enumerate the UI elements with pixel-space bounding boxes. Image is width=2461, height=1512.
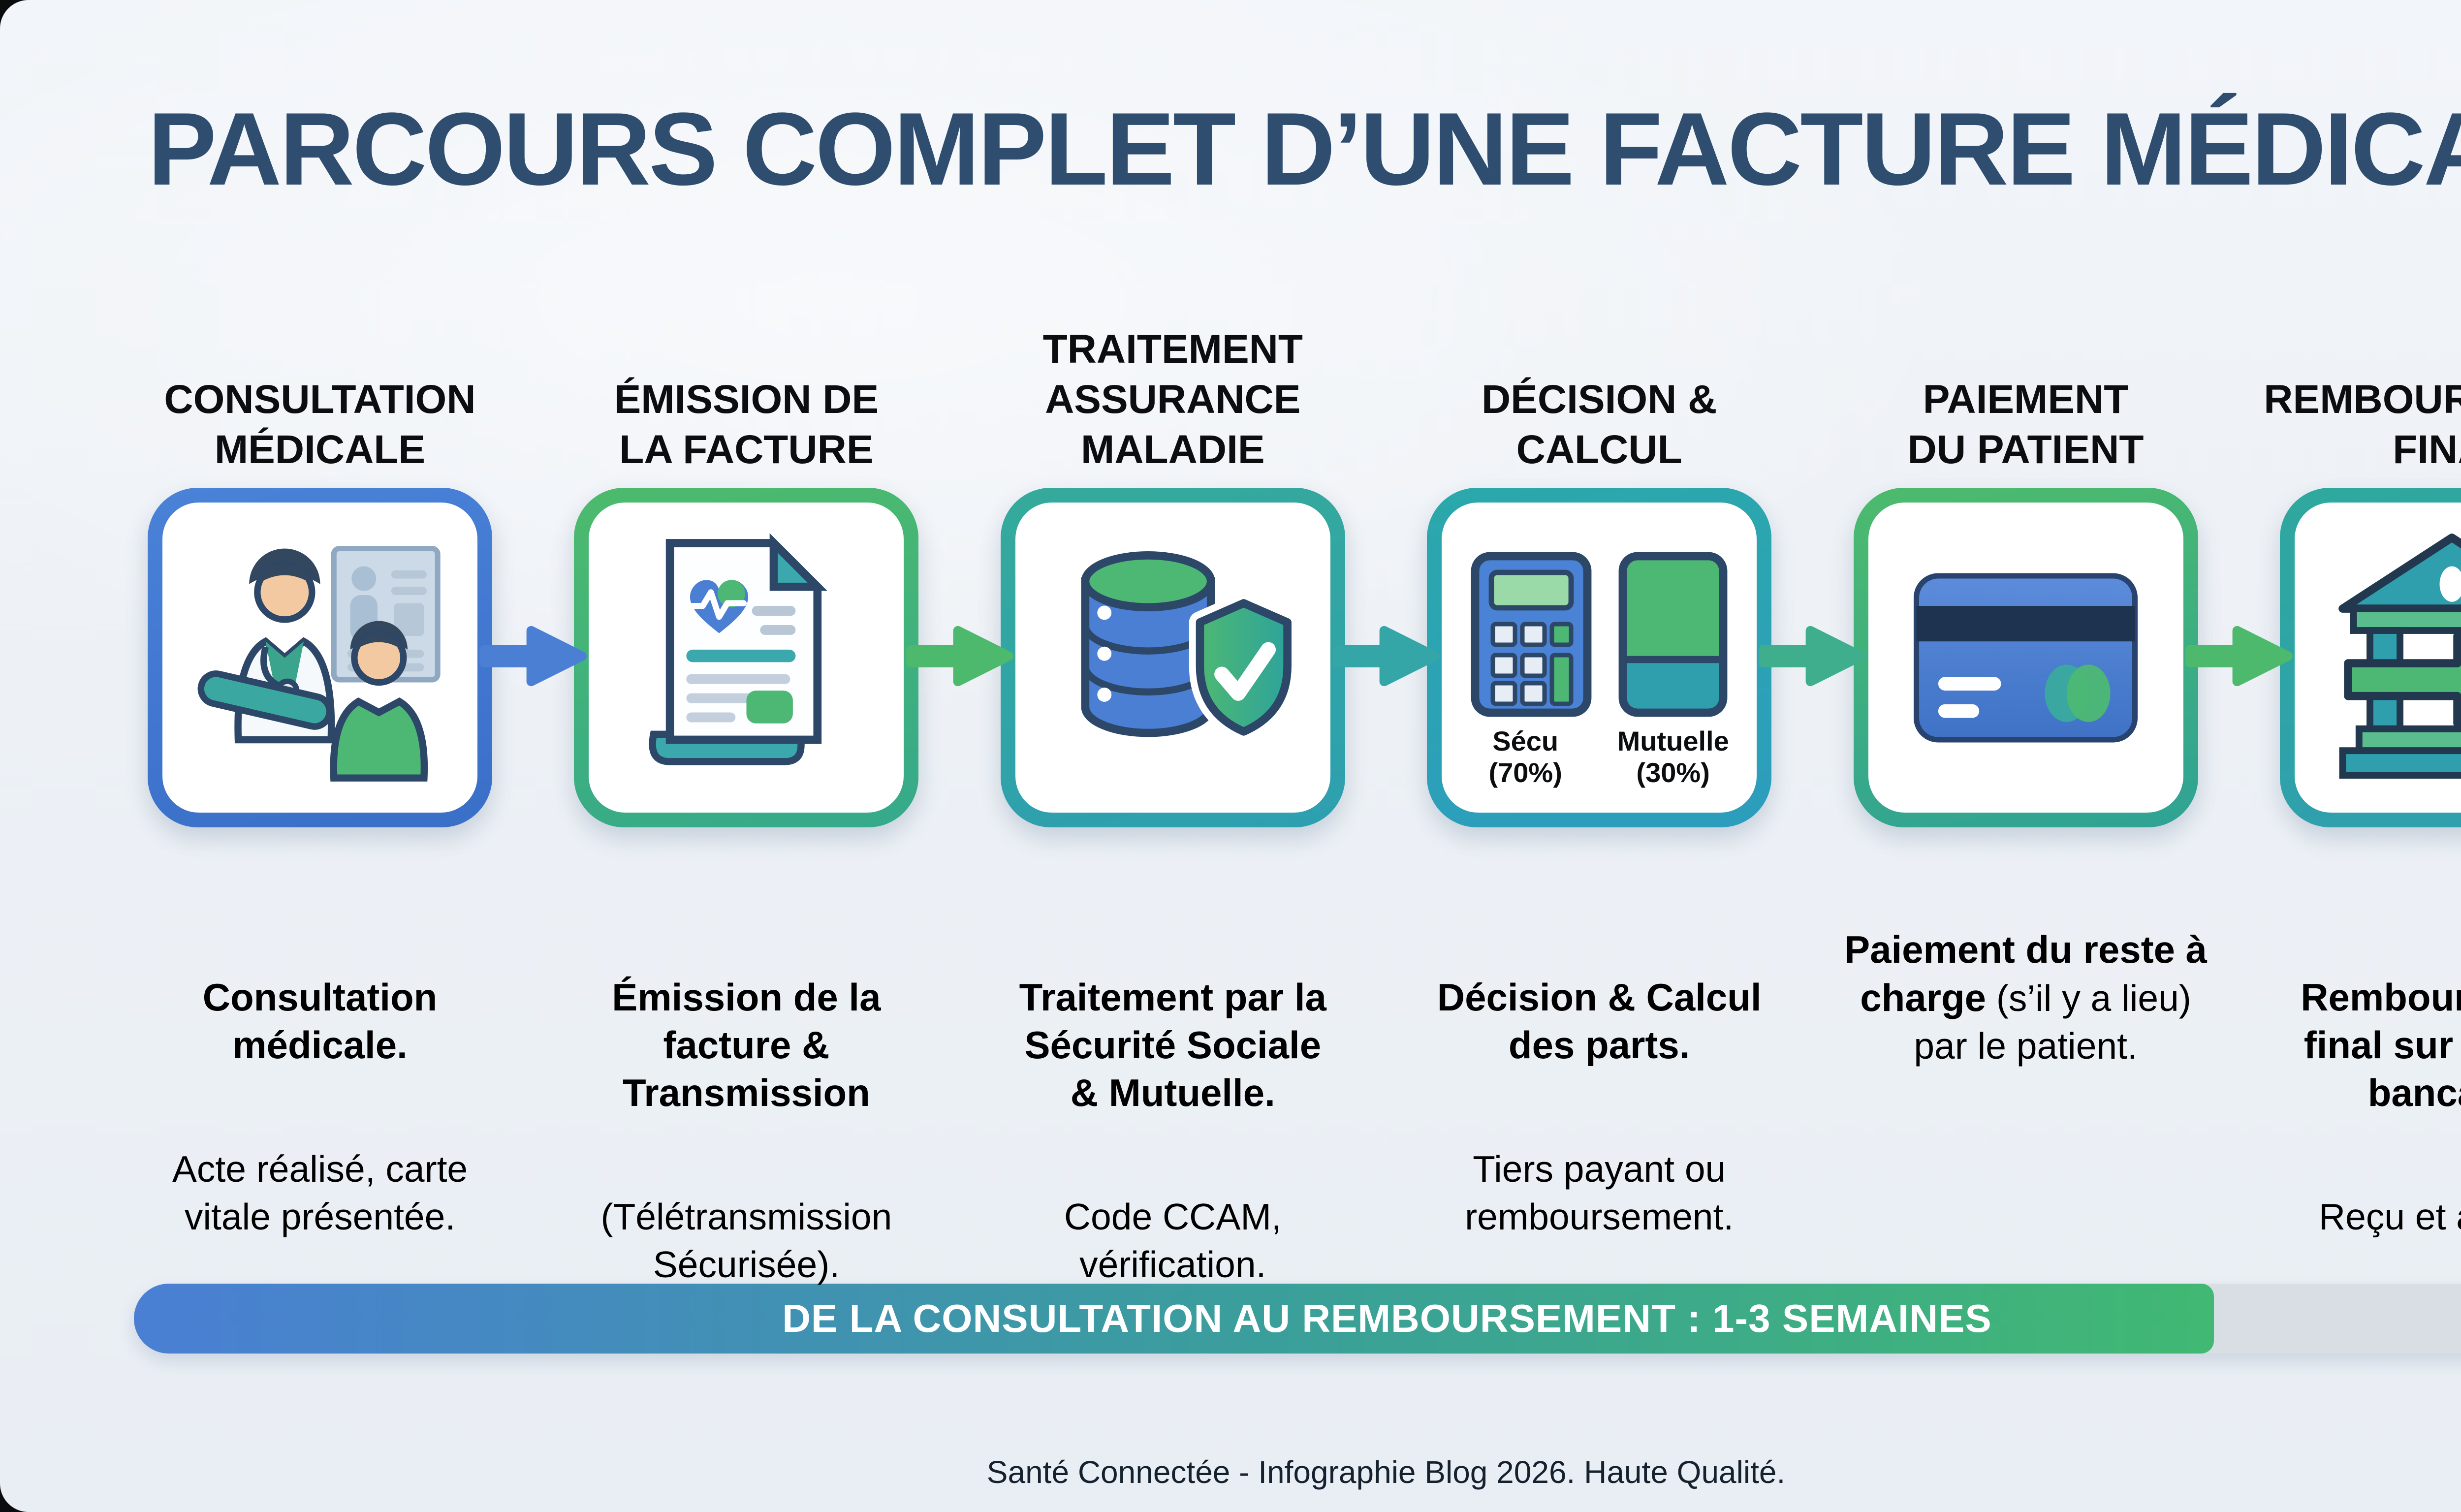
doctor-patient-icon <box>197 545 441 782</box>
timeline-gradient-fill <box>134 1284 2214 1354</box>
step-box <box>1000 488 1345 827</box>
step-remboursement-final: REMBOURSEMENT FINAL <box>2264 322 2461 1336</box>
step-description: Paiement du reste à charge (s’il y a lie… <box>1844 928 2208 1067</box>
bank-transfer-icon <box>2338 533 2461 779</box>
credit-card-icon <box>1914 572 2138 743</box>
step-box <box>2279 488 2461 827</box>
step-description: Remboursement final sur compte bancaire.… <box>2301 976 2461 1237</box>
step-description: Consultation médicale. Acte réalisé, car… <box>172 976 468 1237</box>
flow-arrow-3-icon <box>1329 614 1443 698</box>
step-header: TRAITEMENT ASSURANCE MALADIE <box>1042 327 1303 472</box>
step-header: CONSULTATION MÉDICALE <box>164 377 476 472</box>
step-paiement-patient: PAIEMENT DU PATIENT <box>1839 322 2213 1336</box>
step-header: DÉCISION & CALCUL <box>1481 377 1717 472</box>
step-emission-facture: ÉMISSION DE LA FACTURE <box>559 322 933 1336</box>
steps-row: CONSULTATION MÉDICALE <box>133 322 2461 1336</box>
step-description: Émission de la facture & Transmission (T… <box>600 976 892 1285</box>
flow-arrow-1-icon <box>476 614 590 698</box>
invoice-document-icon <box>649 533 827 765</box>
step-consultation: CONSULTATION MÉDICALE <box>133 322 507 1336</box>
database-shield-icon <box>1081 551 1299 743</box>
step-decision-calcul: DÉCISION & CALCUL <box>1412 322 1786 1336</box>
timeline-label: DE LA CONSULTATION AU REMBOURSEMENT : 1-… <box>782 1296 1992 1340</box>
step-header: REMBOURSEMENT FINAL <box>2264 377 2461 472</box>
flow-arrow-2-icon <box>903 614 1016 698</box>
step-description: Décision & Calcul des parts. Tiers payan… <box>1437 976 1762 1237</box>
step-box: Sécu (70%) Mutuelle (30%) <box>1427 488 1772 827</box>
mutuelle-share-label: Mutuelle (30%) <box>1617 725 1729 788</box>
step-header: PAIEMENT DU PATIENT <box>1907 377 2144 472</box>
page-title: PARCOURS COMPLET D’UNE FACTURE MÉDICALE <box>148 91 2461 207</box>
step-box <box>1853 488 2198 827</box>
split-labels: Sécu (70%) Mutuelle (30%) <box>1451 725 1747 788</box>
flow-arrow-5-icon <box>2182 614 2296 698</box>
calculator-split-icon <box>1471 552 1728 717</box>
step-header: ÉMISSION DE LA FACTURE <box>614 377 879 472</box>
secu-share-label: Sécu (70%) <box>1488 725 1562 788</box>
step-box <box>148 488 492 827</box>
timeline-bar: DE LA CONSULTATION AU REMBOURSEMENT : 1-… <box>134 1284 2461 1354</box>
footer-credit: Santé Connectée - Infographie Blog 2026.… <box>986 1454 1786 1490</box>
step-description: Traitement par la Sécurité Sociale & Mut… <box>1019 976 1326 1285</box>
step-box <box>574 488 919 827</box>
step-traitement-assurance: TRAITEMENT ASSURANCE MALADIE <box>986 322 1360 1336</box>
flow-arrow-4-icon <box>1756 614 1869 698</box>
